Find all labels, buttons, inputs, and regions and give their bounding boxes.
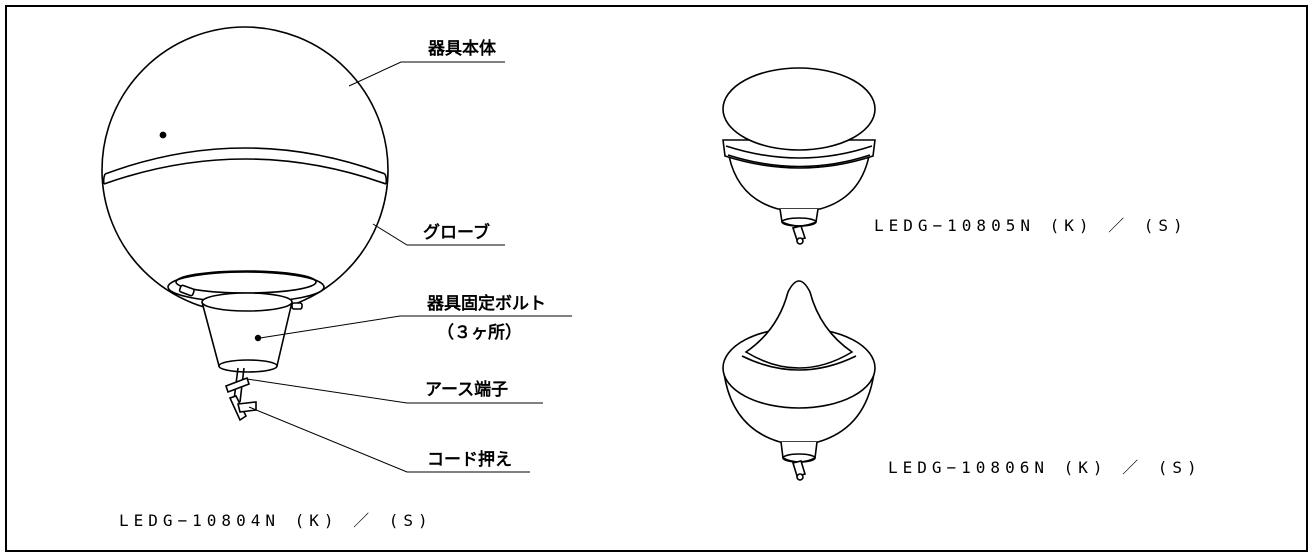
model-variant-1: LEDG−10805N (K) ／ (S) bbox=[874, 216, 1188, 235]
label-fixing-bolt: 器具固定ボルト bbox=[427, 294, 546, 314]
drawing-border bbox=[5, 5, 1308, 552]
fixture-variant-2-illustration bbox=[722, 280, 876, 481]
model-main: LEDG−10804N (K) ／ (S) bbox=[119, 511, 433, 530]
model-variant-2: LEDG−10806N (K) ／ (S) bbox=[888, 458, 1202, 477]
label-bolt-count: （３ヶ所） bbox=[437, 323, 522, 343]
label-cord-clamp: コード押え bbox=[427, 450, 512, 470]
fixture-variant-1-illustration bbox=[722, 67, 876, 245]
leader-lines bbox=[246, 61, 572, 473]
label-earth-terminal: アース端子 bbox=[425, 380, 509, 400]
fixture-main-illustration bbox=[101, 26, 389, 422]
label-globe: グローブ bbox=[423, 223, 490, 243]
label-body: 器具本体 bbox=[428, 39, 496, 59]
